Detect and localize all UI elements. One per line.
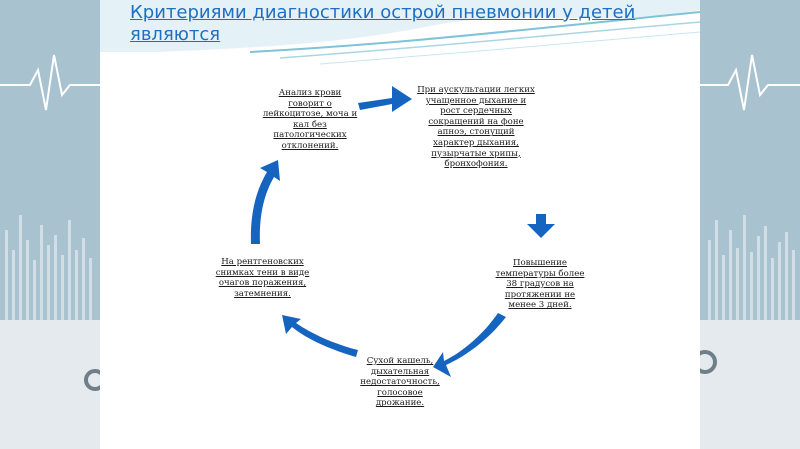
cycle-arrow-top [358, 86, 412, 112]
cycle-arrow-right-down [527, 214, 555, 238]
heartbeat-decor-icon [700, 0, 800, 449]
heartbeat-decor-icon [0, 0, 100, 449]
criterion-auscultation: При аускультации легких учащенное дыхани… [417, 85, 535, 170]
slide: Критериями диагностики острой пневмонии … [100, 0, 700, 449]
cycle-arrows [250, 86, 555, 377]
criterion-temperature: Повышение температуры более 38 градусов … [495, 258, 585, 311]
cycle-arrow-bottom-right [433, 313, 506, 377]
slide-title: Критериями диагностики острой пневмонии … [130, 2, 636, 45]
cycle-arrow-left-up [250, 160, 280, 244]
criterion-cough: Сухой кашель, дыхательная недостаточност… [360, 356, 440, 409]
criterion-blood-test: Анализ крови говорит о лейкоцитозе, моча… [262, 88, 358, 151]
right-decor-panel [700, 0, 800, 449]
wave-header-decor [100, 0, 700, 65]
criterion-xray: На рентгеновских снимках тени в виде оча… [215, 257, 310, 299]
left-decor-panel [0, 0, 100, 449]
cycle-arrow-bottom-left [282, 315, 358, 357]
